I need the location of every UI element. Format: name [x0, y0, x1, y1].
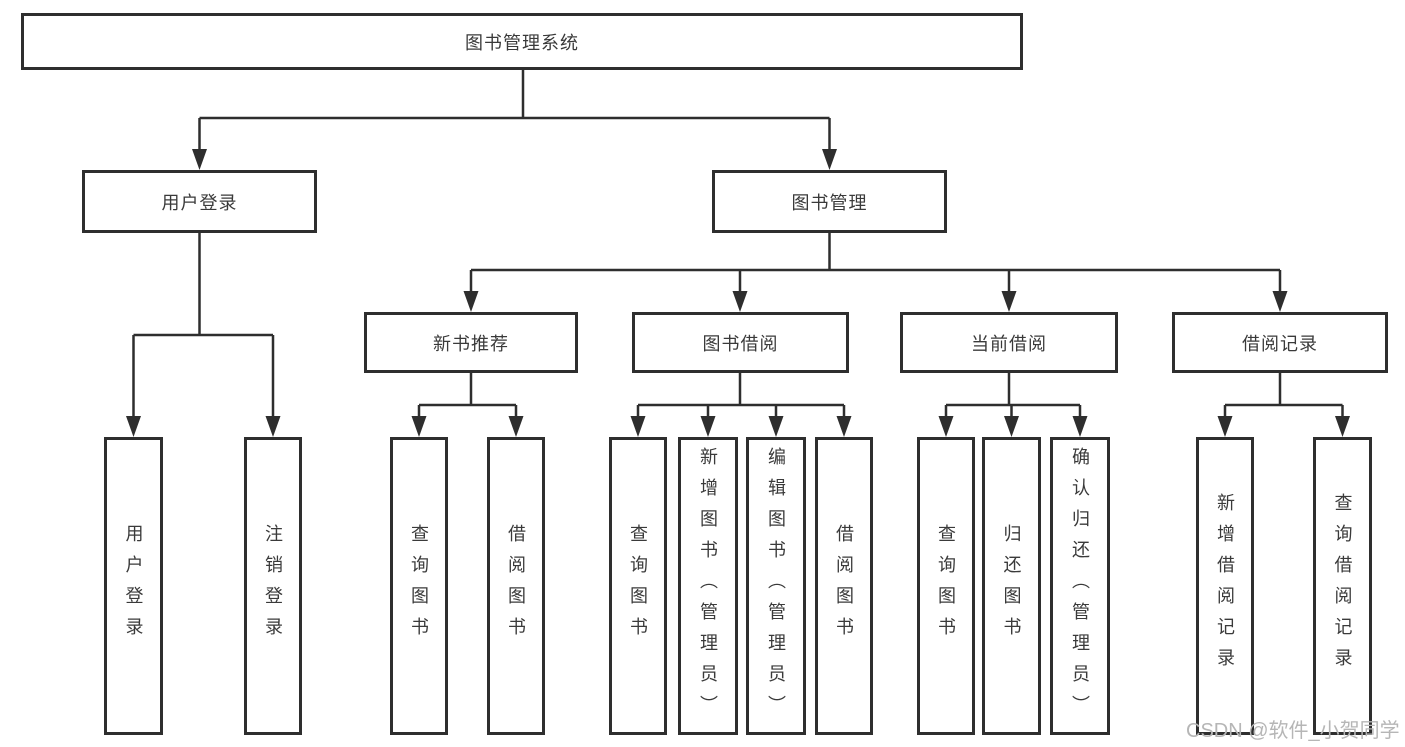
node-book-management: 图书管理: [712, 170, 947, 233]
leaf-borrow-borrow: 借阅图书: [815, 437, 873, 735]
node-borrow-records-label: 借阅记录: [1242, 333, 1318, 354]
leaf-current-query: 查询图书: [917, 437, 975, 735]
node-book-borrow: 图书借阅: [632, 312, 849, 373]
node-borrow-records: 借阅记录: [1172, 312, 1388, 373]
node-root: 图书管理系统: [21, 13, 1023, 70]
leaf-user-login: 用户登录: [104, 437, 163, 735]
leaf-newbook-query-label: 查询图书: [409, 524, 429, 648]
leaf-borrow-edit-label: 编辑图书（管理员）: [766, 446, 786, 726]
leaf-record-add: 新增借阅记录: [1196, 437, 1254, 735]
leaf-borrow-add: 新增图书（管理员）: [678, 437, 738, 735]
leaf-borrow-borrow-label: 借阅图书: [834, 524, 854, 648]
leaf-current-query-label: 查询图书: [936, 524, 956, 648]
leaf-current-confirm-return-label: 确认归还（管理员）: [1070, 446, 1090, 726]
watermark: CSDN @软件_小贺同学: [1186, 720, 1400, 742]
leaf-newbook-borrow-label: 借阅图书: [506, 524, 526, 648]
leaf-logout-label: 注销登录: [263, 524, 283, 648]
leaf-borrow-add-label: 新增图书（管理员）: [698, 446, 718, 726]
node-user-login: 用户登录: [82, 170, 317, 233]
node-current-borrow-label: 当前借阅: [971, 333, 1047, 354]
node-user-login-label: 用户登录: [161, 192, 238, 213]
leaf-borrow-edit: 编辑图书（管理员）: [746, 437, 806, 735]
leaf-record-add-label: 新增借阅记录: [1215, 493, 1235, 679]
leaf-newbook-query: 查询图书: [390, 437, 448, 735]
leaf-current-return-label: 归还图书: [1001, 524, 1022, 648]
leaf-user-login-label: 用户登录: [123, 524, 144, 648]
node-new-book-recommend: 新书推荐: [364, 312, 578, 373]
leaf-record-query: 查询借阅记录: [1313, 437, 1372, 735]
leaf-current-return: 归还图书: [982, 437, 1041, 735]
leaf-borrow-query-label: 查询图书: [628, 524, 648, 648]
node-new-book-recommend-label: 新书推荐: [433, 333, 509, 354]
leaf-record-query-label: 查询借阅记录: [1332, 493, 1353, 679]
leaf-newbook-borrow: 借阅图书: [487, 437, 545, 735]
leaf-borrow-query: 查询图书: [609, 437, 667, 735]
leaf-logout: 注销登录: [244, 437, 302, 735]
node-root-label: 图书管理系统: [465, 32, 579, 53]
node-book-borrow-label: 图书借阅: [702, 333, 779, 354]
node-book-management-label: 图书管理: [791, 192, 868, 213]
node-current-borrow: 当前借阅: [900, 312, 1118, 373]
leaf-current-confirm-return: 确认归还（管理员）: [1050, 437, 1110, 735]
